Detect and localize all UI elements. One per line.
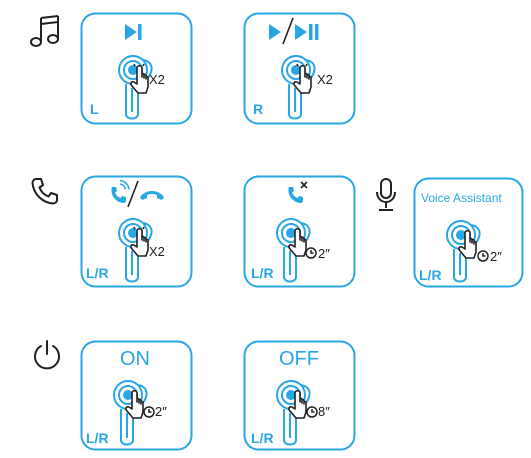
reject-call-icon — [288, 181, 308, 203]
tap-hand-icon — [125, 389, 144, 419]
hold-duration: 2″ — [318, 246, 330, 261]
voice-assistant-label: Voice Assistant — [421, 191, 502, 205]
clock-icon — [477, 250, 489, 262]
card-answer-hang-up — [80, 175, 193, 288]
card-reject-call — [243, 175, 356, 288]
music-note-icon — [28, 14, 62, 55]
next-track-icon — [125, 24, 142, 40]
gesture-count: X2 — [149, 72, 165, 87]
power-off-label: OFF — [279, 348, 319, 370]
clock-icon — [306, 406, 318, 418]
hold-duration: 8″ — [318, 404, 330, 419]
power-on-label: ON — [120, 348, 150, 370]
tap-hand-icon — [288, 389, 307, 419]
gesture-count: X2 — [149, 244, 165, 259]
answer-hang-up-icon — [111, 179, 164, 208]
tap-hand-icon — [130, 226, 149, 257]
microphone-icon — [372, 177, 400, 218]
side-label: L — [90, 101, 99, 117]
card-play-pause — [243, 12, 356, 125]
side-label: L/R — [251, 265, 274, 281]
power-icon — [30, 338, 64, 377]
tap-hand-icon — [130, 63, 149, 94]
gesture-count: X2 — [317, 72, 333, 87]
phone-handset-icon — [30, 176, 60, 211]
tap-hand-icon — [458, 229, 477, 259]
tap-hand-icon — [288, 227, 307, 257]
side-label: R — [253, 101, 264, 117]
side-label: L/R — [86, 430, 109, 446]
side-label: L/R — [251, 430, 274, 446]
side-label: L/R — [419, 267, 442, 283]
card-power-on — [80, 340, 193, 451]
play-pause-icon — [269, 17, 319, 45]
card-next-track — [80, 12, 193, 125]
card-voice-assistant — [413, 177, 524, 288]
hold-duration: 2″ — [155, 404, 167, 419]
clock-icon — [143, 406, 155, 418]
hold-duration: 2″ — [490, 249, 502, 264]
card-power-off — [243, 340, 356, 451]
tap-hand-icon — [293, 63, 312, 94]
side-label: L/R — [86, 265, 109, 281]
clock-icon — [305, 247, 317, 259]
